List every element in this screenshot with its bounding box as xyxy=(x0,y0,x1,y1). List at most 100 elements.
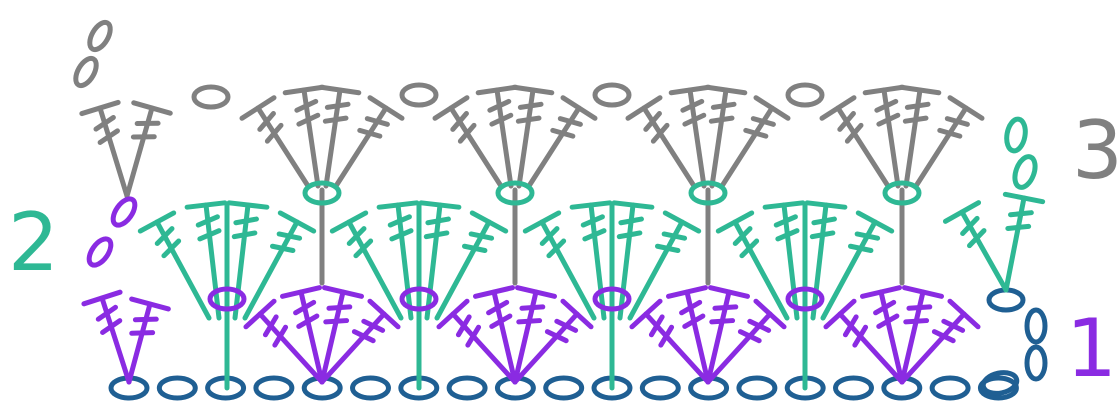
row-1-stitch xyxy=(126,296,171,385)
row-label-1: 1 xyxy=(1066,302,1117,395)
stitch-crossbar xyxy=(515,115,542,124)
stitch-post xyxy=(203,202,222,321)
stitch-top-bar xyxy=(79,99,121,117)
stitch-post xyxy=(588,202,607,321)
stitch-crossbar xyxy=(679,299,703,316)
stitch-top-bar xyxy=(862,84,906,96)
row-2-stitch xyxy=(804,200,848,321)
stitch-top-bar xyxy=(947,95,985,121)
stitch-crossbar xyxy=(293,299,317,316)
stitch-top-bar xyxy=(418,200,462,210)
row-2-stitch xyxy=(376,200,420,321)
chain-stitch xyxy=(592,286,632,312)
row-labels: 1 2 3 xyxy=(8,104,1117,395)
chain-stitch xyxy=(73,55,99,89)
stitch-crossbar xyxy=(616,230,643,240)
stitch-crossbar xyxy=(682,313,706,329)
stitch-crossbar xyxy=(854,231,881,241)
row-1-stitch xyxy=(243,298,325,385)
stitch-crossbar xyxy=(296,313,320,329)
stitch-top-bar xyxy=(662,210,702,234)
chain-stitch xyxy=(87,19,113,53)
stitch-crossbar xyxy=(902,115,929,124)
stitch-top-bar xyxy=(668,84,712,96)
row-1-stitches xyxy=(81,196,981,385)
chain-stitch xyxy=(688,180,728,206)
stitch-crossbar xyxy=(489,313,513,329)
row-2-stitch xyxy=(627,210,702,321)
stitch-crossbar xyxy=(580,214,605,228)
stitch-top-bar xyxy=(522,210,562,234)
stitch-top-bar xyxy=(469,210,509,234)
chain-stitch xyxy=(399,82,439,108)
stitch-crossbar xyxy=(231,230,258,240)
chain-stitch xyxy=(977,375,1019,401)
row-3-stitch xyxy=(913,95,985,189)
stitch-top-bar xyxy=(282,84,326,96)
stitch-crossbar xyxy=(269,243,296,254)
stitch-crossbar xyxy=(468,231,495,241)
stitch-crossbar xyxy=(465,324,482,348)
stitch-crossbar xyxy=(775,228,800,242)
row-1-stitch xyxy=(823,298,905,385)
stitch-crossbar xyxy=(658,324,675,348)
stitch-crossbar xyxy=(944,116,970,127)
chain-stitch xyxy=(639,375,681,401)
stitch-crossbar xyxy=(557,116,583,127)
stitch-crossbar xyxy=(389,228,414,242)
row-1-stitch xyxy=(81,289,132,385)
row-1-stitch xyxy=(665,285,711,385)
stitch-crossbar xyxy=(264,122,284,144)
stitch-top-bar xyxy=(318,84,362,96)
stitch-top-bar xyxy=(823,298,857,330)
stitch-crossbar xyxy=(747,318,772,333)
stitch-crossbar xyxy=(323,318,350,325)
stitch-top-bar xyxy=(184,200,228,210)
chain-stitch xyxy=(350,375,391,401)
chain-stitch xyxy=(191,84,231,110)
row-2-stitch xyxy=(569,200,613,321)
stitch-crossbar xyxy=(618,216,644,226)
chain-stitch xyxy=(253,375,295,401)
stitch-crossbar xyxy=(937,127,963,139)
stitch-crossbar xyxy=(931,329,956,344)
stitch-top-bar xyxy=(947,298,981,330)
chain-stitch xyxy=(929,375,971,401)
chain-stitch xyxy=(495,180,535,206)
stitch-crossbar xyxy=(387,214,412,228)
stitch-crossbar xyxy=(876,313,900,329)
row-1-stitch xyxy=(899,298,981,385)
stitch-crossbar xyxy=(257,111,276,132)
stitch-crossbar xyxy=(195,214,220,228)
row-1-stitch xyxy=(319,298,401,385)
stitch-crossbar xyxy=(324,101,351,110)
chain-stitch xyxy=(1004,116,1028,154)
stitch-crossbar xyxy=(423,230,450,240)
stitch-crossbar xyxy=(425,216,451,226)
stitch-crossbar xyxy=(960,215,980,236)
stitch-crossbar xyxy=(661,231,688,241)
row-2-stitch xyxy=(522,210,597,321)
stitch-crossbar xyxy=(455,314,472,338)
row-3-stitch xyxy=(704,84,748,189)
stitch-crossbar xyxy=(516,318,543,325)
row-3-stitch xyxy=(432,95,504,189)
row-3-stitch xyxy=(719,95,791,189)
chain-stitch xyxy=(882,180,922,206)
stitch-top-bar xyxy=(329,210,369,234)
row-1-stitch xyxy=(859,285,905,385)
row-2-stitch xyxy=(1002,191,1046,293)
stitch-top-bar xyxy=(625,95,663,121)
stitch-crossbar xyxy=(489,112,514,127)
row-2-stitch xyxy=(226,200,270,321)
chain-stitch xyxy=(1012,154,1038,190)
stitch-crossbar xyxy=(487,98,512,113)
stitch-top-bar xyxy=(898,84,942,96)
stitch-top-bar xyxy=(137,210,177,234)
stitch-top-bar xyxy=(436,298,470,330)
stitch-crossbar xyxy=(709,318,736,325)
row-2-stitch xyxy=(242,210,317,321)
stitch-crossbar xyxy=(450,111,469,132)
stitch-crossbar xyxy=(97,128,120,145)
